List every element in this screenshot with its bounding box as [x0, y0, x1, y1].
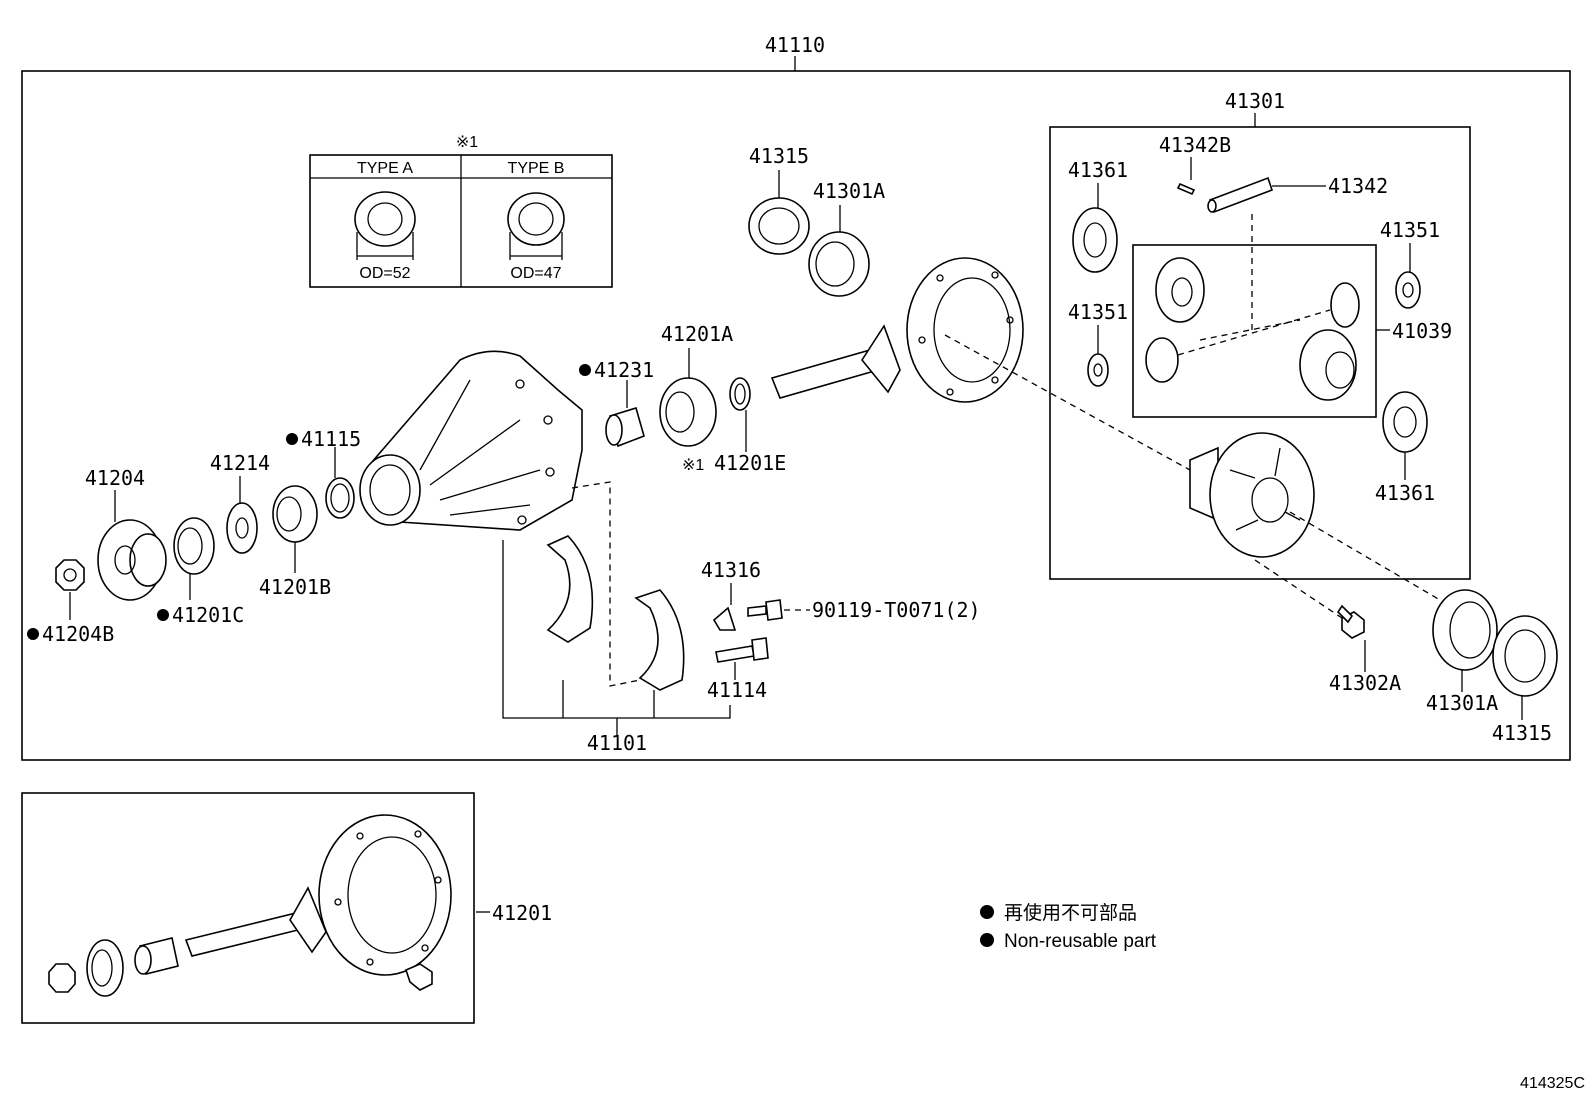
- front-pinion-bearing[interactable]: [272, 485, 318, 543]
- label-41039[interactable]: 41039: [1392, 319, 1452, 343]
- companion-flange[interactable]: [97, 519, 167, 601]
- label-41114[interactable]: 41114: [707, 678, 767, 702]
- non-reusable-dot-41201c: [157, 609, 169, 621]
- pinion-gear-kit-frame: [1132, 244, 1377, 418]
- non-reusable-dot-41115: [286, 433, 298, 445]
- bolt-90119[interactable]: [747, 599, 783, 621]
- side-gear-top[interactable]: [1155, 257, 1205, 323]
- label-41361-top[interactable]: 41361: [1068, 158, 1128, 182]
- legend-line-en: Non-reusable part: [1004, 931, 1157, 952]
- label-41351-right[interactable]: 41351: [1380, 218, 1440, 242]
- label-41201A[interactable]: 41201A: [661, 322, 733, 346]
- pinion-gear-right[interactable]: [1330, 282, 1360, 328]
- type-inset: TYPE A TYPE B OD=52 OD=47: [309, 154, 613, 288]
- label-41301A-top[interactable]: 41301A: [813, 179, 885, 203]
- side-bearing-cage-bottom[interactable]: [1492, 615, 1558, 697]
- side-gear-thrust-washer-top[interactable]: [1072, 207, 1118, 273]
- type-b-header: TYPE B: [508, 160, 565, 177]
- side-bearing-cup-top[interactable]: [808, 231, 870, 297]
- pinion-thrust-washer-right[interactable]: [1395, 271, 1421, 309]
- collapsible-spacer-ring[interactable]: [325, 477, 355, 519]
- type-a-header: TYPE A: [357, 160, 413, 177]
- label-41231[interactable]: 41231: [594, 358, 654, 382]
- non-reusable-dot-41231: [579, 364, 591, 376]
- differential-carrier-housing[interactable]: [359, 350, 583, 531]
- differential-case-frame: [1049, 126, 1471, 580]
- bearing-cap-right[interactable]: [634, 589, 685, 691]
- ring-pinion-set-frame: [21, 792, 475, 1024]
- pinion-nut[interactable]: [55, 559, 85, 591]
- ring-pinion-set-illustration[interactable]: [48, 814, 452, 997]
- assembly-label-41110[interactable]: 41110: [765, 33, 825, 57]
- label-41101[interactable]: 41101: [587, 731, 647, 755]
- side-bearing-cup-bottom[interactable]: [1432, 589, 1498, 671]
- differential-case[interactable]: [1189, 432, 1315, 558]
- side-gear-thrust-washer-bottom[interactable]: [1382, 391, 1428, 453]
- label-41204B[interactable]: 41204B: [42, 622, 114, 646]
- label-41214[interactable]: 41214: [210, 451, 270, 475]
- type-b-seal: [507, 192, 565, 246]
- label-41351-left[interactable]: 41351: [1068, 300, 1128, 324]
- non-reusable-dot-41204b: [27, 628, 39, 640]
- legend-dot-2: [980, 933, 994, 947]
- lock-pin[interactable]: [1176, 182, 1196, 196]
- label-41342[interactable]: 41342: [1328, 174, 1388, 198]
- label-41201E[interactable]: 41201E: [714, 451, 786, 475]
- label-41302A[interactable]: 41302A: [1329, 671, 1401, 695]
- bearing-cap-bolt[interactable]: [715, 637, 769, 663]
- inset-mark: ※1: [456, 134, 478, 151]
- oil-slinger[interactable]: [226, 502, 258, 554]
- type-b-od: OD=47: [510, 265, 561, 282]
- label-41361-bottom[interactable]: 41361: [1375, 481, 1435, 505]
- type-a-seal: [354, 191, 416, 247]
- side-gear-bottom[interactable]: [1299, 329, 1357, 401]
- label-41201[interactable]: 41201: [492, 901, 552, 925]
- legend-line-jp: 再使用不可部品: [1004, 902, 1137, 924]
- pinion-gear-left[interactable]: [1145, 337, 1179, 383]
- main-assembly-frame: [21, 70, 1571, 761]
- label-41115[interactable]: 41115: [301, 427, 361, 451]
- diagram-code: 414325C: [1520, 1075, 1585, 1092]
- side-bearing-cage-top[interactable]: [748, 197, 810, 255]
- pinion-shaft[interactable]: [1207, 176, 1274, 214]
- label-41201C[interactable]: 41201C: [172, 603, 244, 627]
- label-41315-top[interactable]: 41315: [749, 144, 809, 168]
- label-90119[interactable]: 90119-T0071(2): [812, 598, 981, 622]
- ring-and-pinion-gear[interactable]: [770, 257, 1024, 403]
- label-41342B[interactable]: 41342B: [1159, 133, 1231, 157]
- label-41204[interactable]: 41204: [85, 466, 145, 490]
- label-41301A-bottom[interactable]: 41301A: [1426, 691, 1498, 715]
- label-41315-bottom[interactable]: 41315: [1492, 721, 1552, 745]
- pinion-thrust-washer-left[interactable]: [1087, 353, 1109, 387]
- label-41201E-mark: ※1: [682, 457, 704, 474]
- label-41201B[interactable]: 41201B: [259, 575, 331, 599]
- bearing-cap-left[interactable]: [546, 535, 594, 643]
- ring-gear-bolt[interactable]: [1336, 604, 1365, 639]
- label-41316[interactable]: 41316: [701, 558, 761, 582]
- bracket-41316[interactable]: [712, 606, 737, 631]
- subassembly-label-41301[interactable]: 41301: [1225, 89, 1285, 113]
- rear-pinion-bearing[interactable]: [659, 377, 717, 447]
- legend-dot-1: [980, 905, 994, 919]
- pinion-shim[interactable]: [729, 377, 751, 411]
- type-a-od: OD=52: [359, 265, 410, 282]
- bearing-spacer[interactable]: [605, 406, 645, 448]
- oil-seal[interactable]: [173, 517, 215, 575]
